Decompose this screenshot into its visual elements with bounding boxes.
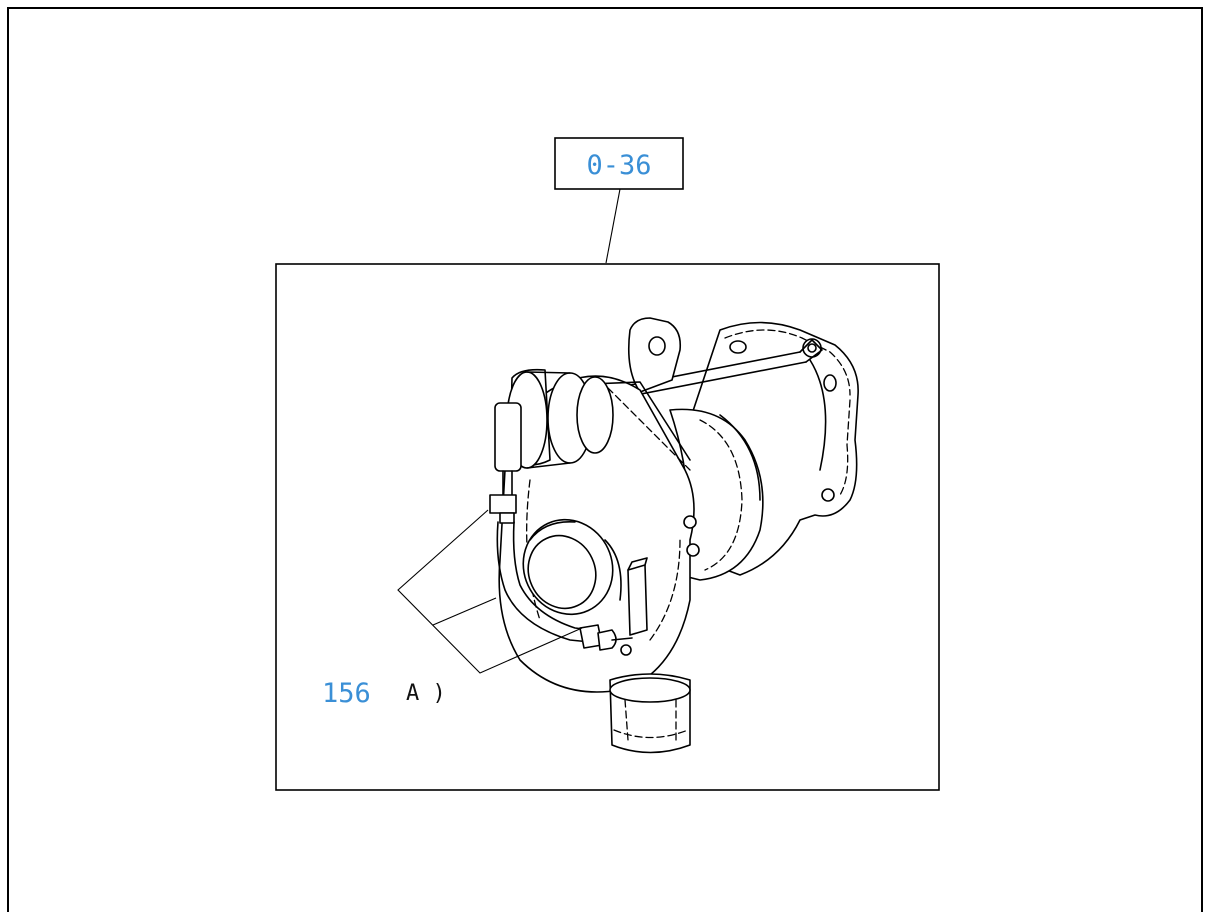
illustration-frame	[275, 263, 940, 791]
part-callout-156[interactable]: 156 A )	[322, 678, 446, 709]
diagram-frame	[7, 7, 1203, 912]
actuator-bracket	[494, 402, 522, 472]
outlet-pipe	[609, 673, 691, 754]
hose-156	[496, 521, 633, 656]
part-suffix-label: A )	[406, 681, 446, 706]
reference-callout[interactable]: 0-36	[554, 137, 684, 190]
part-156-leaders	[397, 509, 583, 674]
reference-label[interactable]: 0-36	[586, 150, 651, 181]
reference-box	[554, 137, 684, 190]
compressor-inlet	[522, 518, 622, 616]
turbocharger-illustration	[489, 317, 859, 754]
sensor-bracket	[627, 557, 648, 636]
reference-leader-line	[605, 188, 621, 264]
part-number-label[interactable]: 156	[322, 678, 371, 709]
wastegate-actuator	[489, 368, 614, 524]
